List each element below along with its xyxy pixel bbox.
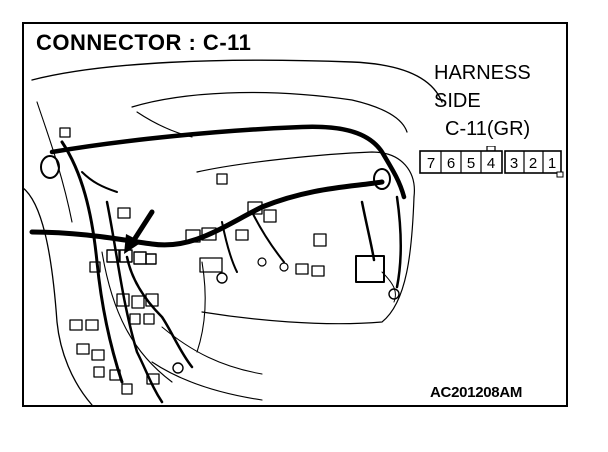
pin-7: 7 — [427, 155, 435, 172]
diagram-frame — [22, 22, 568, 407]
dash-outline-left — [22, 186, 93, 406]
grommet-left — [40, 155, 60, 179]
grommet-right — [373, 168, 391, 190]
connector-c11 — [106, 249, 120, 263]
dash-outline-lower — [201, 196, 415, 325]
location-arrow — [124, 209, 155, 254]
pin-3: 3 — [510, 155, 518, 172]
main-harness-lower — [29, 179, 385, 248]
harness-label-line1: HARNESS — [434, 62, 531, 84]
main-harness-upper — [49, 124, 407, 200]
pin-1: 1 — [548, 155, 556, 172]
pin-2: 2 — [529, 155, 537, 172]
pin-4: 4 — [487, 155, 495, 172]
dash-outline-middle — [196, 151, 415, 198]
relay-box — [355, 255, 385, 283]
pin-6: 6 — [447, 155, 455, 172]
diagram-title: CONNECTOR : C-11 — [36, 30, 252, 55]
pin-5: 5 — [467, 155, 475, 172]
connector-pin-face: 7 6 5 4 3 2 1 — [419, 146, 564, 178]
connector-id-label: C-11(GR) — [445, 118, 531, 140]
harness-illustration — [22, 59, 443, 406]
dash-outline-upper — [131, 91, 408, 133]
reference-code: AC201208AM — [430, 384, 523, 401]
connector-right-block — [504, 150, 562, 174]
harness-label-line2: SIDE — [434, 90, 481, 112]
dash-outline-top — [31, 59, 443, 103]
